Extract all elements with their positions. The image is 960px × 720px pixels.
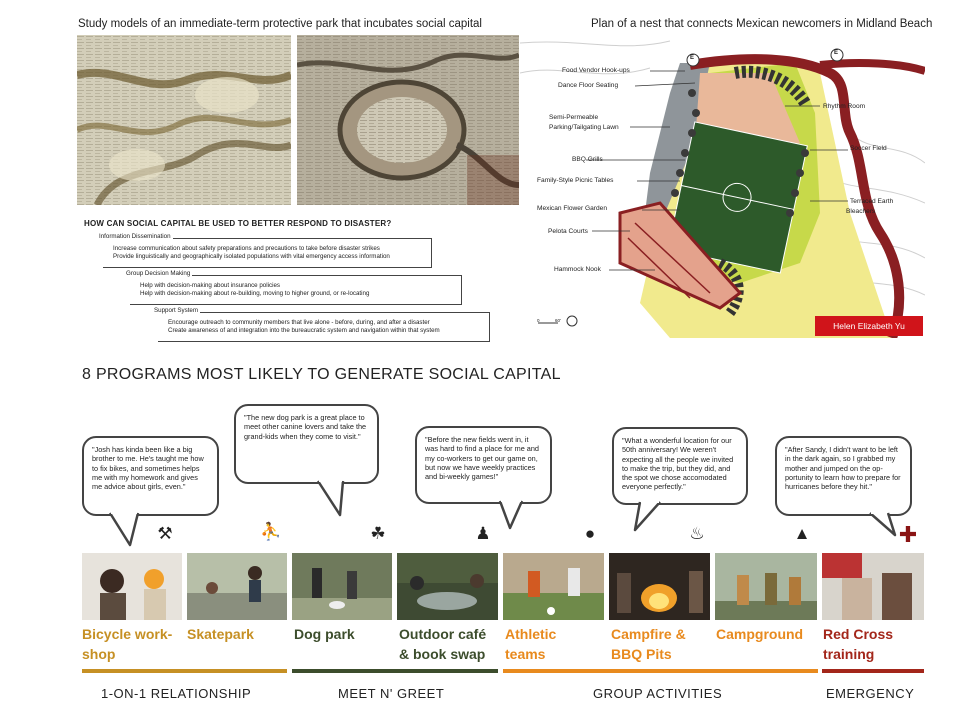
program-label-campground: Campground [716, 626, 804, 642]
campfire-icon: ♨ [689, 524, 705, 543]
category-group-activities: GROUP ACTIVITIES [593, 686, 723, 701]
category-emergency: EMERGENCY [826, 686, 915, 701]
label-picnic: Family-Style Picnic Tables [537, 177, 614, 184]
label-semi-permeable-1: Semi-Permeable [549, 114, 599, 121]
program-label-cafe-line2: & book swap [399, 646, 486, 662]
group-decision-heading: Group Decision Making [124, 270, 193, 279]
entrance-marker-1: E [690, 55, 695, 61]
program-label-bicycle-line1: Bicycle work- [82, 626, 173, 642]
skateboard-icon: ⛹ [260, 522, 282, 541]
program-label-red-cross: Red Cross training [823, 624, 893, 664]
dog-icon: ☘ [370, 524, 386, 543]
reading-icon: ♟ [475, 524, 491, 543]
label-pelota: Pelota Courts [548, 228, 588, 235]
label-food-vendor: Food Vendor Hook-ups [562, 67, 630, 74]
info-line-1: Increase communication about safety prep… [113, 245, 380, 252]
program-label-campfire-line1: Campfire & [611, 626, 686, 642]
label-flower: Mexican Flower Garden [537, 205, 607, 212]
site-plan-map [519, 33, 927, 340]
label-soccer: Soccer Field [850, 145, 887, 152]
photo-campfire [609, 553, 710, 620]
photo-campground [715, 553, 817, 620]
decision-line-2: Help with decision-making about re-build… [140, 290, 370, 298]
study-models-caption: Study models of an immediate-term protec… [78, 18, 482, 30]
info-line-2: Provide linguistically and geographicall… [113, 253, 390, 261]
quote-bubble-campfire: "What a wonderful location for our 50th … [612, 427, 748, 505]
scale-0: 0 [537, 318, 540, 323]
program-label-skatepark: Skatepark [187, 626, 254, 642]
support-system-box: Support System Encourage outreach to com… [152, 307, 490, 342]
program-label-bicycle: Bicycle work- shop [82, 624, 172, 664]
site-plan-caption: Plan of a nest that connects Mexican new… [591, 18, 933, 30]
scale-60: 60' [555, 318, 561, 323]
author-label: Helen Elizabeth Yu [815, 316, 923, 336]
red-cross-icon: ✚ [898, 522, 918, 547]
quote-bubble-red-cross: "After Sandy, I didn't want to be left i… [775, 436, 912, 516]
quote-bubble-bicycle: "Josh has kinda been like a big brother … [82, 436, 219, 516]
entrance-marker-2: E [834, 50, 839, 56]
label-rhythm: Rhythm Room [823, 103, 866, 110]
label-bbq: BBQ Grills [572, 156, 603, 163]
program-label-dog-park: Dog park [294, 626, 355, 642]
label-dance-floor: Dance Floor Seating [558, 82, 619, 89]
bicycle-icon: ⚒ [157, 524, 173, 543]
quote-bubble-athletic: "Before the new fields went in, it was h… [415, 426, 552, 504]
basketball-icon: ● [584, 524, 596, 543]
program-label-red-cross-line2: training [823, 646, 875, 662]
photo-outdoor-cafe [397, 553, 498, 620]
info-dissemination-box: Information Dissemination Increase commu… [97, 233, 432, 268]
label-terraced-2: Bleachers [846, 208, 876, 215]
support-line-1: Encourage outreach to community members … [168, 319, 430, 326]
support-line-2: Create awareness of and integration into… [168, 327, 440, 335]
photo-athletic-teams [503, 553, 604, 620]
label-terraced-1: Terraced Earth [850, 198, 894, 205]
decision-line-1: Help with decision-making about insuranc… [140, 282, 280, 289]
band-emergency [822, 669, 924, 673]
label-hammock: Hammock Nook [554, 266, 601, 273]
photo-skatepark [187, 553, 287, 620]
band-group-activities [503, 669, 818, 673]
info-dissemination-heading: Information Dissemination [97, 233, 173, 242]
programs-title: 8 PROGRAMS MOST LIKELY TO GENERATE SOCIA… [82, 366, 561, 383]
band-meet-greet [292, 669, 498, 673]
tent-icon: ▲ [793, 524, 811, 543]
category-meet-greet: MEET N' GREET [338, 686, 445, 701]
program-label-cafe: Outdoor café & book swap [399, 624, 486, 664]
disaster-question-title: HOW CAN SOCIAL CAPITAL BE USED TO BETTER… [84, 219, 392, 228]
program-label-cafe-line1: Outdoor café [399, 626, 487, 642]
band-one-on-one [82, 669, 287, 673]
program-label-athletic-line2: teams [505, 646, 546, 662]
group-decision-box: Group Decision Making Help with decision… [124, 270, 462, 305]
map-leader-lines [538, 70, 848, 327]
quote-bubble-dog-park: "The new dog park is a great place to me… [234, 404, 379, 484]
program-label-campfire: Campfire & BBQ Pits [611, 624, 686, 664]
program-label-red-cross-line1: Red Cross [823, 626, 894, 642]
program-label-athletic: Athletic teams [505, 624, 556, 664]
photo-bicycle-workshop [82, 553, 182, 620]
category-one-on-one: 1-ON-1 RELATIONSHIP [101, 686, 252, 701]
study-model-photo-2 [297, 35, 519, 205]
support-system-heading: Support System [152, 307, 201, 316]
study-model-photo-1 [77, 35, 291, 205]
program-label-campfire-line2: BBQ Pits [611, 646, 672, 662]
program-label-bicycle-line2: shop [82, 646, 116, 662]
program-label-athletic-line1: Athletic [505, 626, 557, 642]
photo-red-cross [822, 553, 924, 620]
photo-dog-park [292, 553, 392, 620]
label-semi-permeable-2: Parking/Tailgating Lawn [549, 124, 619, 131]
